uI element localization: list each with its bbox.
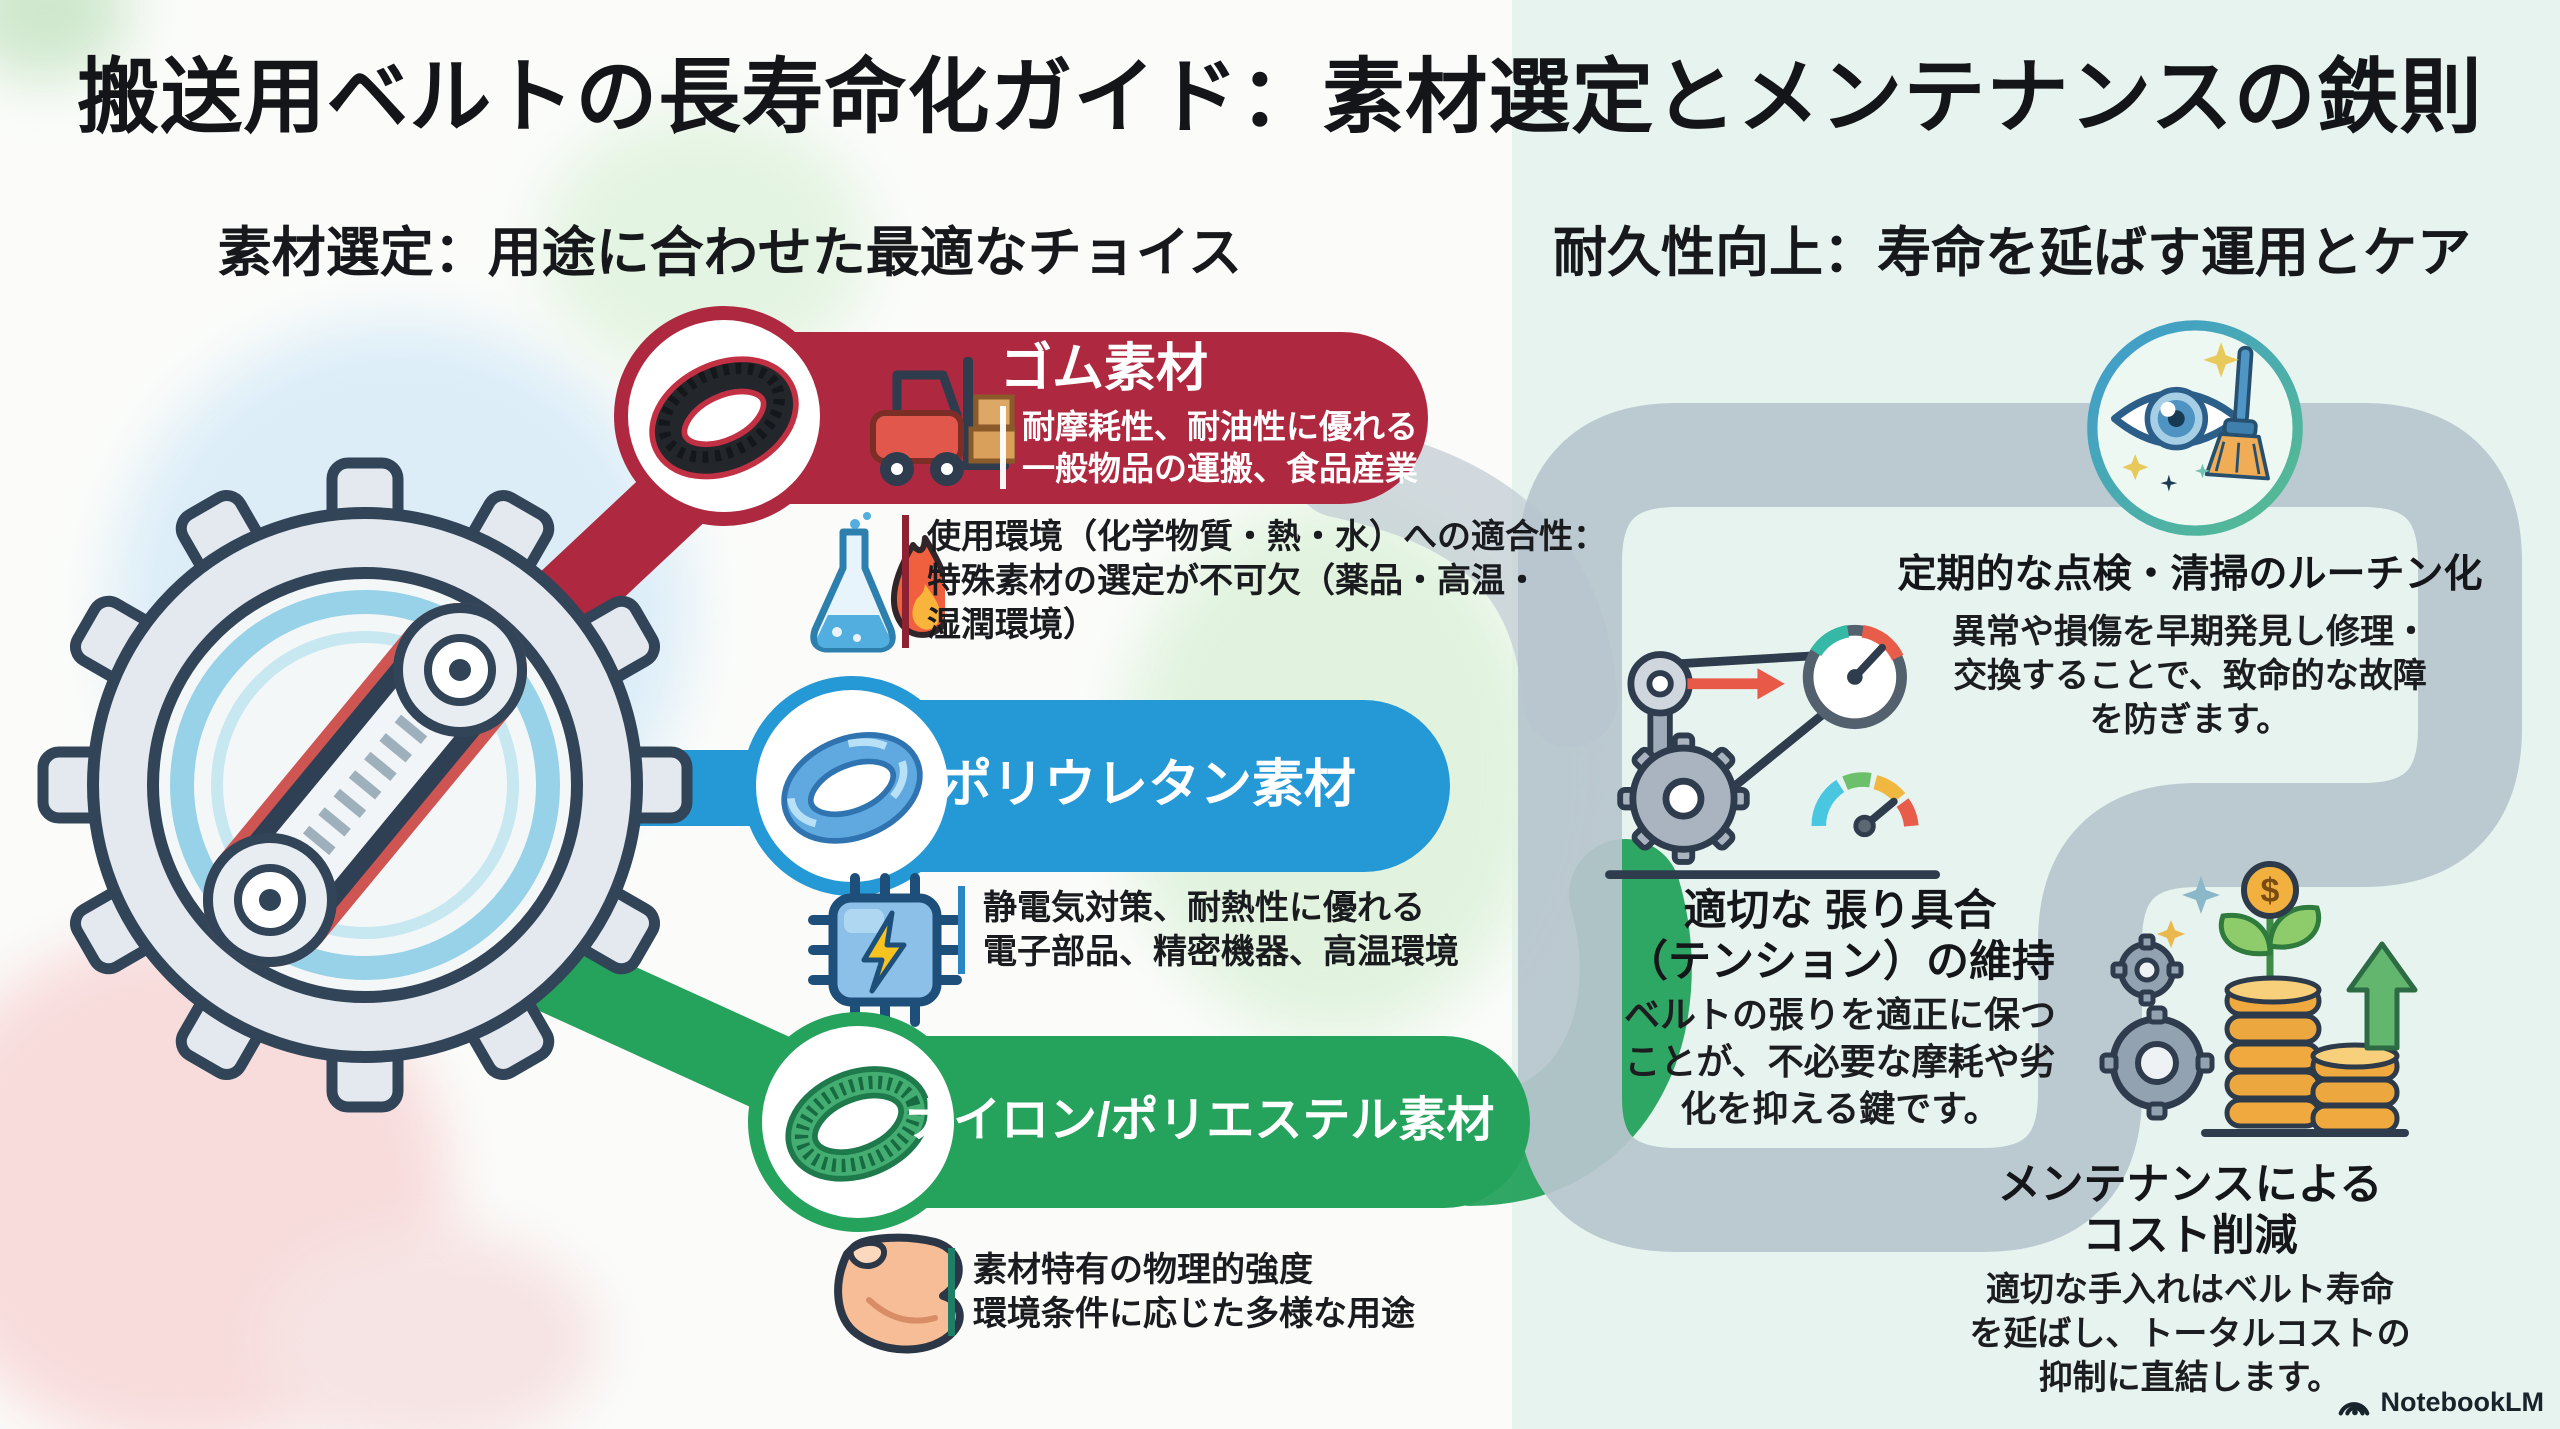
step1-body-line3: を防ぎます。 [2089, 701, 2291, 740]
maintenance-flow-path [1518, 403, 2522, 1252]
tension-arrow [1687, 668, 1785, 700]
step1-title: 定期的な点検・清掃のルーチン化 [1700, 552, 2560, 598]
sparkle-navy [2160, 474, 2178, 492]
rubber-desc-line1: 耐摩耗性、耐油性に優れる [1022, 408, 1418, 445]
usage-note-strength: 素材特有の物理的強度 環境条件に応じた多様な用途 [948, 1248, 1415, 1337]
notebooklm-brand: NotebookLM [2335, 1385, 2544, 1419]
step3-title: メンテナンスによる コスト削減 [1890, 1160, 2490, 1261]
step3-body-line1: 適切な手入れはベルト寿命 [1986, 1271, 2394, 1309]
tension-half-gauge [1811, 772, 1919, 838]
coin-stack-tall [2224, 975, 2322, 1129]
step1-body-line1: 異常や損傷を早期発見し修理・ [1952, 613, 2428, 651]
notebooklm-brand-text: NotebookLM [2380, 1386, 2544, 1417]
page-title: 搬送用ベルトの長寿命化ガイド：素材選定とメンテナンスの鉄則 [77, 52, 2483, 143]
step3-body-line3: 抑制に直結します。 [2038, 1359, 2342, 1398]
savings-gear-small [2110, 933, 2184, 1007]
coin-stack-short [2310, 1042, 2400, 1134]
dollar-sign: $ [2261, 872, 2280, 910]
note3-line2: 環境条件に応じた多様な用途 [973, 1295, 1415, 1334]
rubber-band-title: ゴム素材 [1000, 340, 1209, 398]
step2-body-line2: ことが、不必要な摩耗や劣 [1624, 1040, 2056, 1082]
polyurethane-belt-icon [781, 732, 923, 844]
usage-note-electronics: 静電気対策、耐熱性に優れる 電子部品、精密機器、高温環境 [958, 886, 1459, 975]
sparkle-gold [2203, 342, 2239, 378]
polyurethane-belt-badge [742, 676, 962, 896]
step3-title-line1: メンテナンスによる [1997, 1161, 2383, 1209]
pulley-bottom [203, 833, 337, 967]
eye-broom-inspection-icon [2087, 320, 2303, 536]
step1-body-line2: 交換することで、致命的な故障 [1953, 657, 2427, 696]
belt-tension-gauge-icon [1605, 624, 1941, 880]
sparkle-teal [2195, 463, 2210, 479]
polyurethane-band-title: ポリウレタン素材 [940, 756, 1357, 814]
step1-title-line1: 定期的な点検・清掃のルーチン化 [1897, 553, 2483, 596]
pulley-top [393, 603, 527, 737]
step2-body-line3: 化を抑える鍵です。 [1680, 1087, 2000, 1129]
sparkle-gold-small [2122, 454, 2149, 481]
usage-note-environment: 使用環境（化学物質・熱・水）への適合性： 特殊素材の選定が不可欠（薬品・高温・ … [902, 515, 1607, 648]
dollar-coin [2241, 861, 2299, 919]
note3-line1: 素材特有の物理的強度 [973, 1251, 1313, 1289]
right-section-header: 耐久性向上：寿命を延ばす運用とケア [1553, 223, 2471, 283]
note2-line2: 電子部品、精密機器、高温環境 [983, 933, 1459, 972]
note1-line1: 使用環境（化学物質・熱・水）への適合性： [927, 518, 1607, 556]
rubber-desc-line2: 一般物品の運搬、食品産業 [1022, 449, 1418, 487]
notebooklm-logo-icon [2338, 1402, 2369, 1416]
tension-gear [1617, 732, 1750, 865]
step3-title-line2: コスト削減 [2082, 1211, 2298, 1260]
note1-line3: 湿潤環境） [927, 606, 1097, 645]
chip-lightning-icon [808, 873, 962, 1027]
sparkle-blue [2182, 876, 2220, 914]
rubber-belt-badge [614, 306, 834, 526]
note1-line2: 特殊素材の選定が不可欠（薬品・高温・ [927, 562, 1539, 601]
nylon-band-title: ナイロン/ポリエステル素材 [905, 1094, 1495, 1147]
forklift-icon [870, 357, 1015, 486]
nylon-belt-icon [785, 1066, 931, 1182]
step2-title-line1: 適切な 張り具合 [1683, 887, 1997, 935]
muscle-arm-icon [834, 1233, 964, 1354]
broom-glyph [2204, 345, 2270, 481]
step3-body: 適切な手入れはベルト寿命 を延ばし、トータルコストの 抑制に直結します。 [1895, 1268, 2485, 1401]
left-section-header: 素材選定：用途に合わせた最適なチョイス [217, 223, 1243, 283]
step3-body-line2: を延ばし、トータルコストの [1969, 1315, 2411, 1354]
sparkle-gold [2157, 920, 2185, 948]
growth-arrow [2346, 941, 2418, 1051]
rubber-band-desc: 耐摩耗性、耐油性に優れる 一般物品の運搬、食品産業 [1000, 406, 1418, 490]
savings-gear-large [2099, 1005, 2215, 1121]
step2-title: 適切な 張り具合 （テンション）の維持 [1540, 886, 2140, 987]
rubber-belt-icon [649, 356, 799, 480]
step2-title-line2: （テンション）の維持 [1625, 937, 2055, 986]
coins-plant-savings-icon: $ [2099, 861, 2418, 1137]
tension-dial-gauge [1802, 624, 1907, 730]
note2-line1: 静電気対策、耐熱性に優れる [983, 889, 1425, 927]
background-blob-pink-bottom [260, 1230, 600, 1429]
step2-body: ベルトの張りを適正に保つ ことが、不必要な摩耗や劣 化を抑える鍵です。 [1550, 992, 2130, 1132]
step1-body: 異常や損傷を早期発見し修理・ 交換することで、致命的な故障 を防ぎます。 [1790, 610, 2560, 743]
gear-belt-illustration [37, 457, 693, 1113]
step2-body-line1: ベルトの張りを適正に保つ [1623, 994, 2056, 1035]
